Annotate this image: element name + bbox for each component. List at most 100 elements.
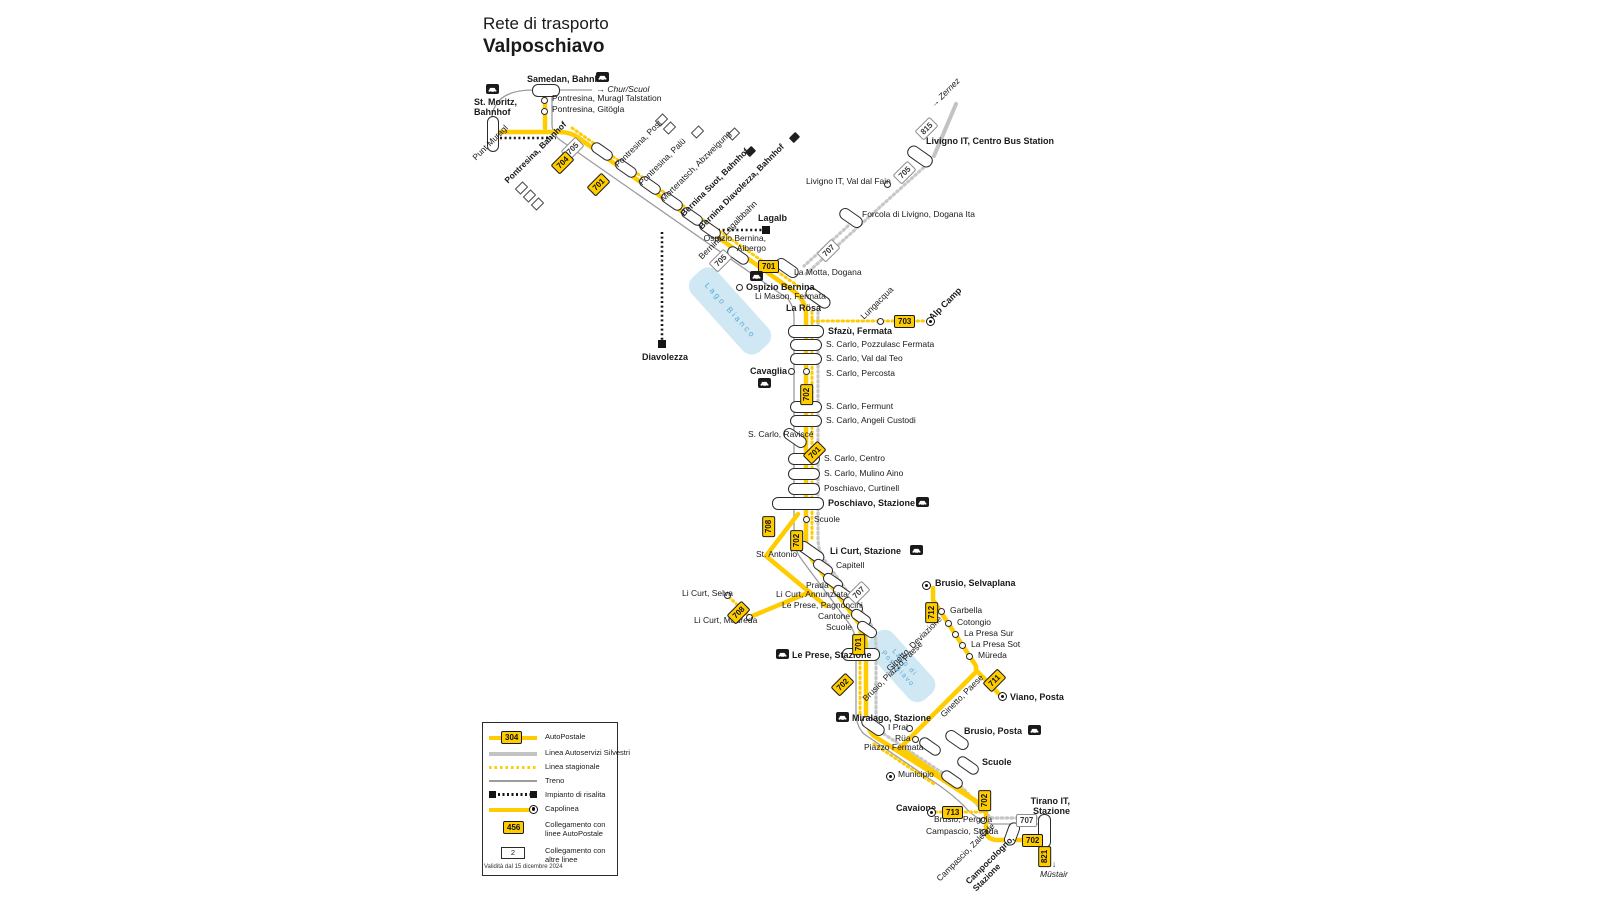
station-angeli-custodi: S. Carlo, Angeli Custodi [826,415,916,425]
stop-circle [877,318,884,325]
station-st-moritz: St. Moritz,Bahnhof [474,97,517,118]
station-scuole-leprese: Scuole [826,622,852,632]
station-cavaione: Cavaione [896,803,937,813]
map-title-line1: Rete di trasporto [483,14,609,33]
line-badge-703: 703 [894,315,916,328]
rail-line [491,89,534,128]
line-badge-712: 712 [925,601,939,624]
seasonal-brusio [872,742,936,786]
stop-circle [938,608,945,615]
station-selvaplana: Brusio, Selvaplana [935,578,1016,588]
stop-circle [541,97,548,104]
stop-circle [980,829,987,836]
stop-circle [966,653,973,660]
line-badge-707: 707 [1016,814,1038,827]
station-gitogla: Pontresina, Gitögla [552,104,625,114]
capolinea-icon [529,804,538,814]
parking-icon [750,271,763,281]
line-badge-708: 708 [762,515,776,538]
stop-circle [959,642,966,649]
parking-icon [776,649,789,659]
station-cantone: Cantone [818,611,851,621]
station-i-prai: I Prai [888,722,908,732]
station-s-carlo-centro: S. Carlo, Centro [824,453,885,463]
station-forcola: Forcola di Livigno, Dogana Ita [862,209,975,219]
stop-circle [736,284,743,291]
line-badge-713: 713 [942,806,964,819]
station-la-motta: La Motta, Dogana [794,267,862,277]
legend-badge-456: 456 [503,821,525,834]
parking-icon [910,545,923,555]
station-sfazu: Sfazù, Fermata [828,326,893,336]
arrow-chur-scuol: → Chur/Scuol [596,84,650,94]
lift-terminal-square [658,340,666,348]
stop-circle [952,631,959,638]
rail-line-main [551,96,1040,825]
station-oval [788,483,820,495]
station-annunziata: Li Curt, Annunziata [776,589,848,599]
station-st-antonio: St. Antonio [756,549,798,559]
station-la-rosa: La Rösa [786,303,822,313]
line-badge-702: 702 [978,789,992,812]
parking-icon [836,712,849,722]
station-oval [790,415,822,427]
line-badge-821: 821 [1038,845,1052,868]
station-livigno-centro: Livigno IT, Centro Bus Station [926,136,1054,146]
parking-icon [486,84,499,94]
station-miralago: Miralago, Stazione [852,713,932,723]
validity-note: Validità dal 15 dicembre 2024 [484,864,563,870]
stop-circle [980,817,987,824]
station-oval [532,84,560,97]
legend-row-capolinea: Capolinea [489,803,611,817]
arrow-mustair: ↓ Müstair [1040,859,1068,879]
stop-circle [906,725,913,732]
station-pagnoncini: Le Prese, Pagnoncini [782,600,863,610]
station-capitell: Capitell [836,560,865,570]
stop-circle [788,368,795,375]
stop-circle [803,516,810,523]
parking-icon [1028,725,1041,735]
station-oval [487,116,499,152]
map-title-line2: Valposchiavo [483,36,605,57]
legend-row-stagionale: Linea stagionale [489,761,611,775]
capolinea-icon [998,692,1007,701]
station-scuole-poschiavo: Scuole [814,514,840,524]
station-oval [790,353,822,365]
station-oval [788,325,824,338]
stop-circle [724,592,731,599]
station-oval [790,339,822,351]
station-ravisce: S. Carlo, Raviscé [748,429,814,439]
station-piazzo-fermata: Piazzo Fermata [864,742,924,752]
legend-box: 304 AutoPostale Linea Autoservizi Silves… [482,722,630,876]
station-val-dal-teo: S. Carlo, Val dal Teo [826,353,903,363]
station-mulino-aino: S. Carlo, Mulino Aino [824,468,904,478]
legend-row-impianto: Impianto di risalita [489,789,611,803]
capolinea-icon [922,581,931,590]
station-cavaglia: Cavaglia [750,366,788,376]
parking-icon [596,72,609,82]
station-li-curt-madreda: Li Curt, Madreda [694,615,758,625]
station-lagalb: Lagalb [758,213,788,223]
station-percosta: S. Carlo, Percosta [826,368,895,378]
station-viano: Viano, Posta [1010,692,1064,702]
station-la-presa-sur: La Presa Sur [964,628,1014,638]
line-badge-702: 702 [800,383,814,406]
line-708-zigzag [763,511,829,609]
legend-badge-2: 2 [501,847,525,859]
stop-circle [746,614,753,621]
station-garbella: Garbella [950,605,983,615]
lift-terminal-square [762,226,770,234]
station-prada: Prada [806,580,829,590]
station-curtinell: Poschiavo, Curtinell [824,483,900,493]
capolinea-icon [927,808,936,817]
legend-row-autopostale: 304 AutoPostale [489,731,611,745]
line-badge-701: 701 [852,633,866,656]
stop-circle [541,108,548,115]
silvestri-815 [932,102,958,158]
station-le-prese: Le Prese, Stazione [792,650,872,660]
legend-row-treno: Treno [489,775,611,789]
